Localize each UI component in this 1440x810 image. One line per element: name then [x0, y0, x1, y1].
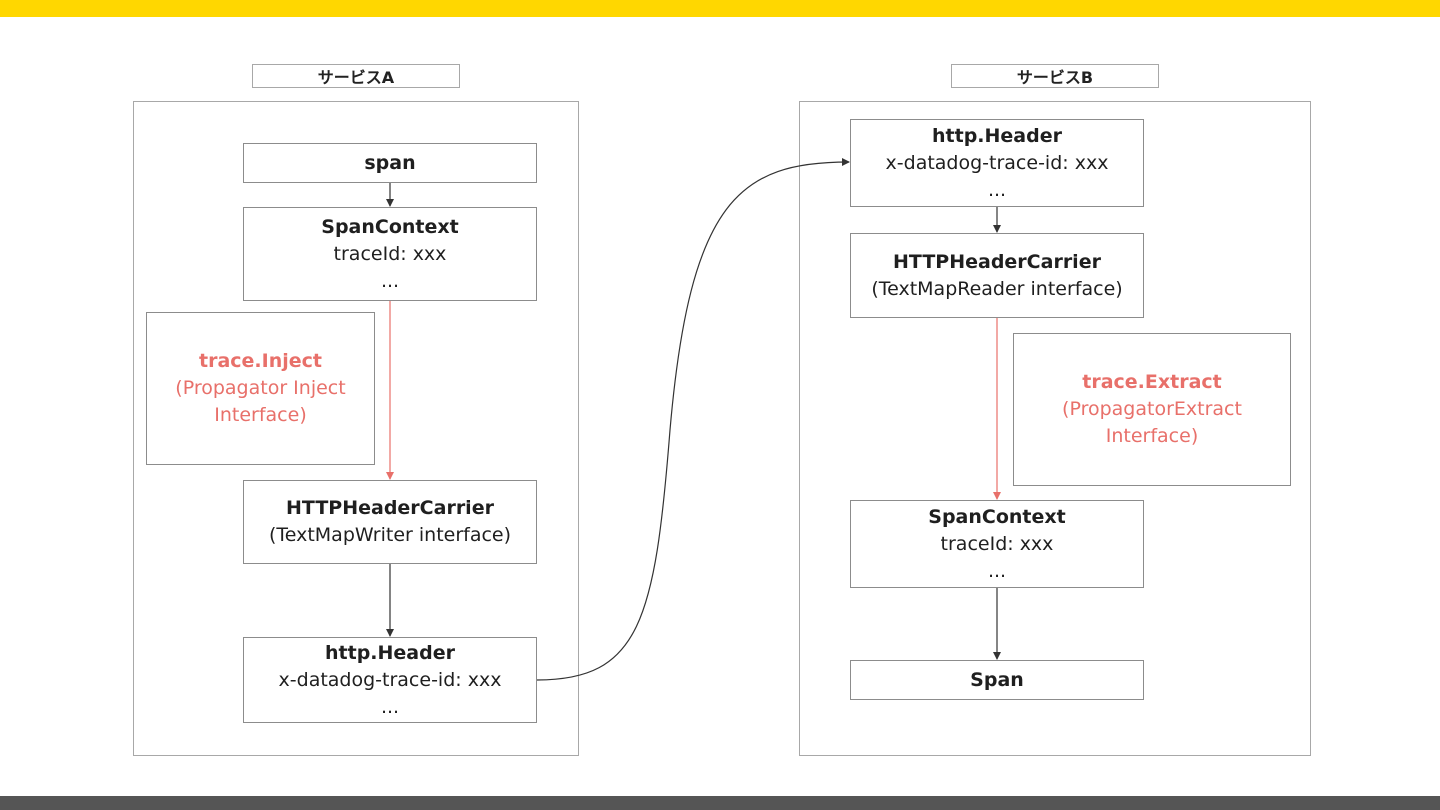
note-line: (Propagator Inject [175, 377, 346, 399]
trace-inject-note: trace.Inject (Propagator Inject Interfac… [146, 312, 375, 465]
service-a-span-node: span [243, 143, 537, 183]
node-line: traceId: xxx [333, 242, 447, 265]
note-line: (PropagatorExtract [1062, 398, 1242, 420]
service-b-label-text: サービスB [1016, 68, 1094, 87]
node-line: x-datadog-trace-id: xxx [885, 151, 1109, 174]
node-title: http.Header [932, 124, 1062, 147]
node-title: HTTPHeaderCarrier [893, 250, 1101, 273]
service-b-http-header-node: http.Header x-datadog-trace-id: xxx ... [850, 119, 1144, 207]
bottom-footer-bar [0, 796, 1440, 810]
note-title: trace.Extract [1082, 371, 1222, 393]
node-title: Span [970, 668, 1024, 691]
service-a-span-context-node: SpanContext traceId: xxx ... [243, 207, 537, 301]
trace-extract-note: trace.Extract (PropagatorExtract Interfa… [1013, 333, 1291, 486]
service-b-span-node: Span [850, 660, 1144, 700]
node-line: ... [987, 559, 1007, 582]
service-a-http-header-node: http.Header x-datadog-trace-id: xxx ... [243, 637, 537, 723]
node-title: SpanContext [928, 505, 1066, 528]
service-a-label-text: サービスA [317, 68, 395, 87]
node-title: HTTPHeaderCarrier [286, 497, 494, 519]
node-title: SpanContext [321, 215, 459, 238]
node-line: ... [380, 269, 400, 292]
node-line: ... [380, 695, 400, 718]
service-b-carrier-node: HTTPHeaderCarrier (TextMapReader interfa… [850, 233, 1144, 318]
top-accent-bar [0, 0, 1440, 17]
note-line: Interface) [1105, 425, 1199, 447]
node-title: span [364, 151, 416, 174]
service-a-label: サービスA [252, 64, 460, 88]
service-b-label: サービスB [951, 64, 1159, 88]
node-title: http.Header [325, 641, 455, 664]
node-line: x-datadog-trace-id: xxx [278, 668, 502, 691]
node-line: (TextMapWriter interface) [268, 524, 512, 546]
note-line: Interface) [214, 404, 307, 426]
service-b-span-context-node: SpanContext traceId: xxx ... [850, 500, 1144, 588]
note-title: trace.Inject [199, 350, 322, 372]
node-line: traceId: xxx [940, 532, 1054, 555]
node-line: ... [987, 178, 1007, 201]
service-a-carrier-node: HTTPHeaderCarrier (TextMapWriter interfa… [243, 480, 537, 564]
node-line: (TextMapReader interface) [871, 277, 1123, 300]
